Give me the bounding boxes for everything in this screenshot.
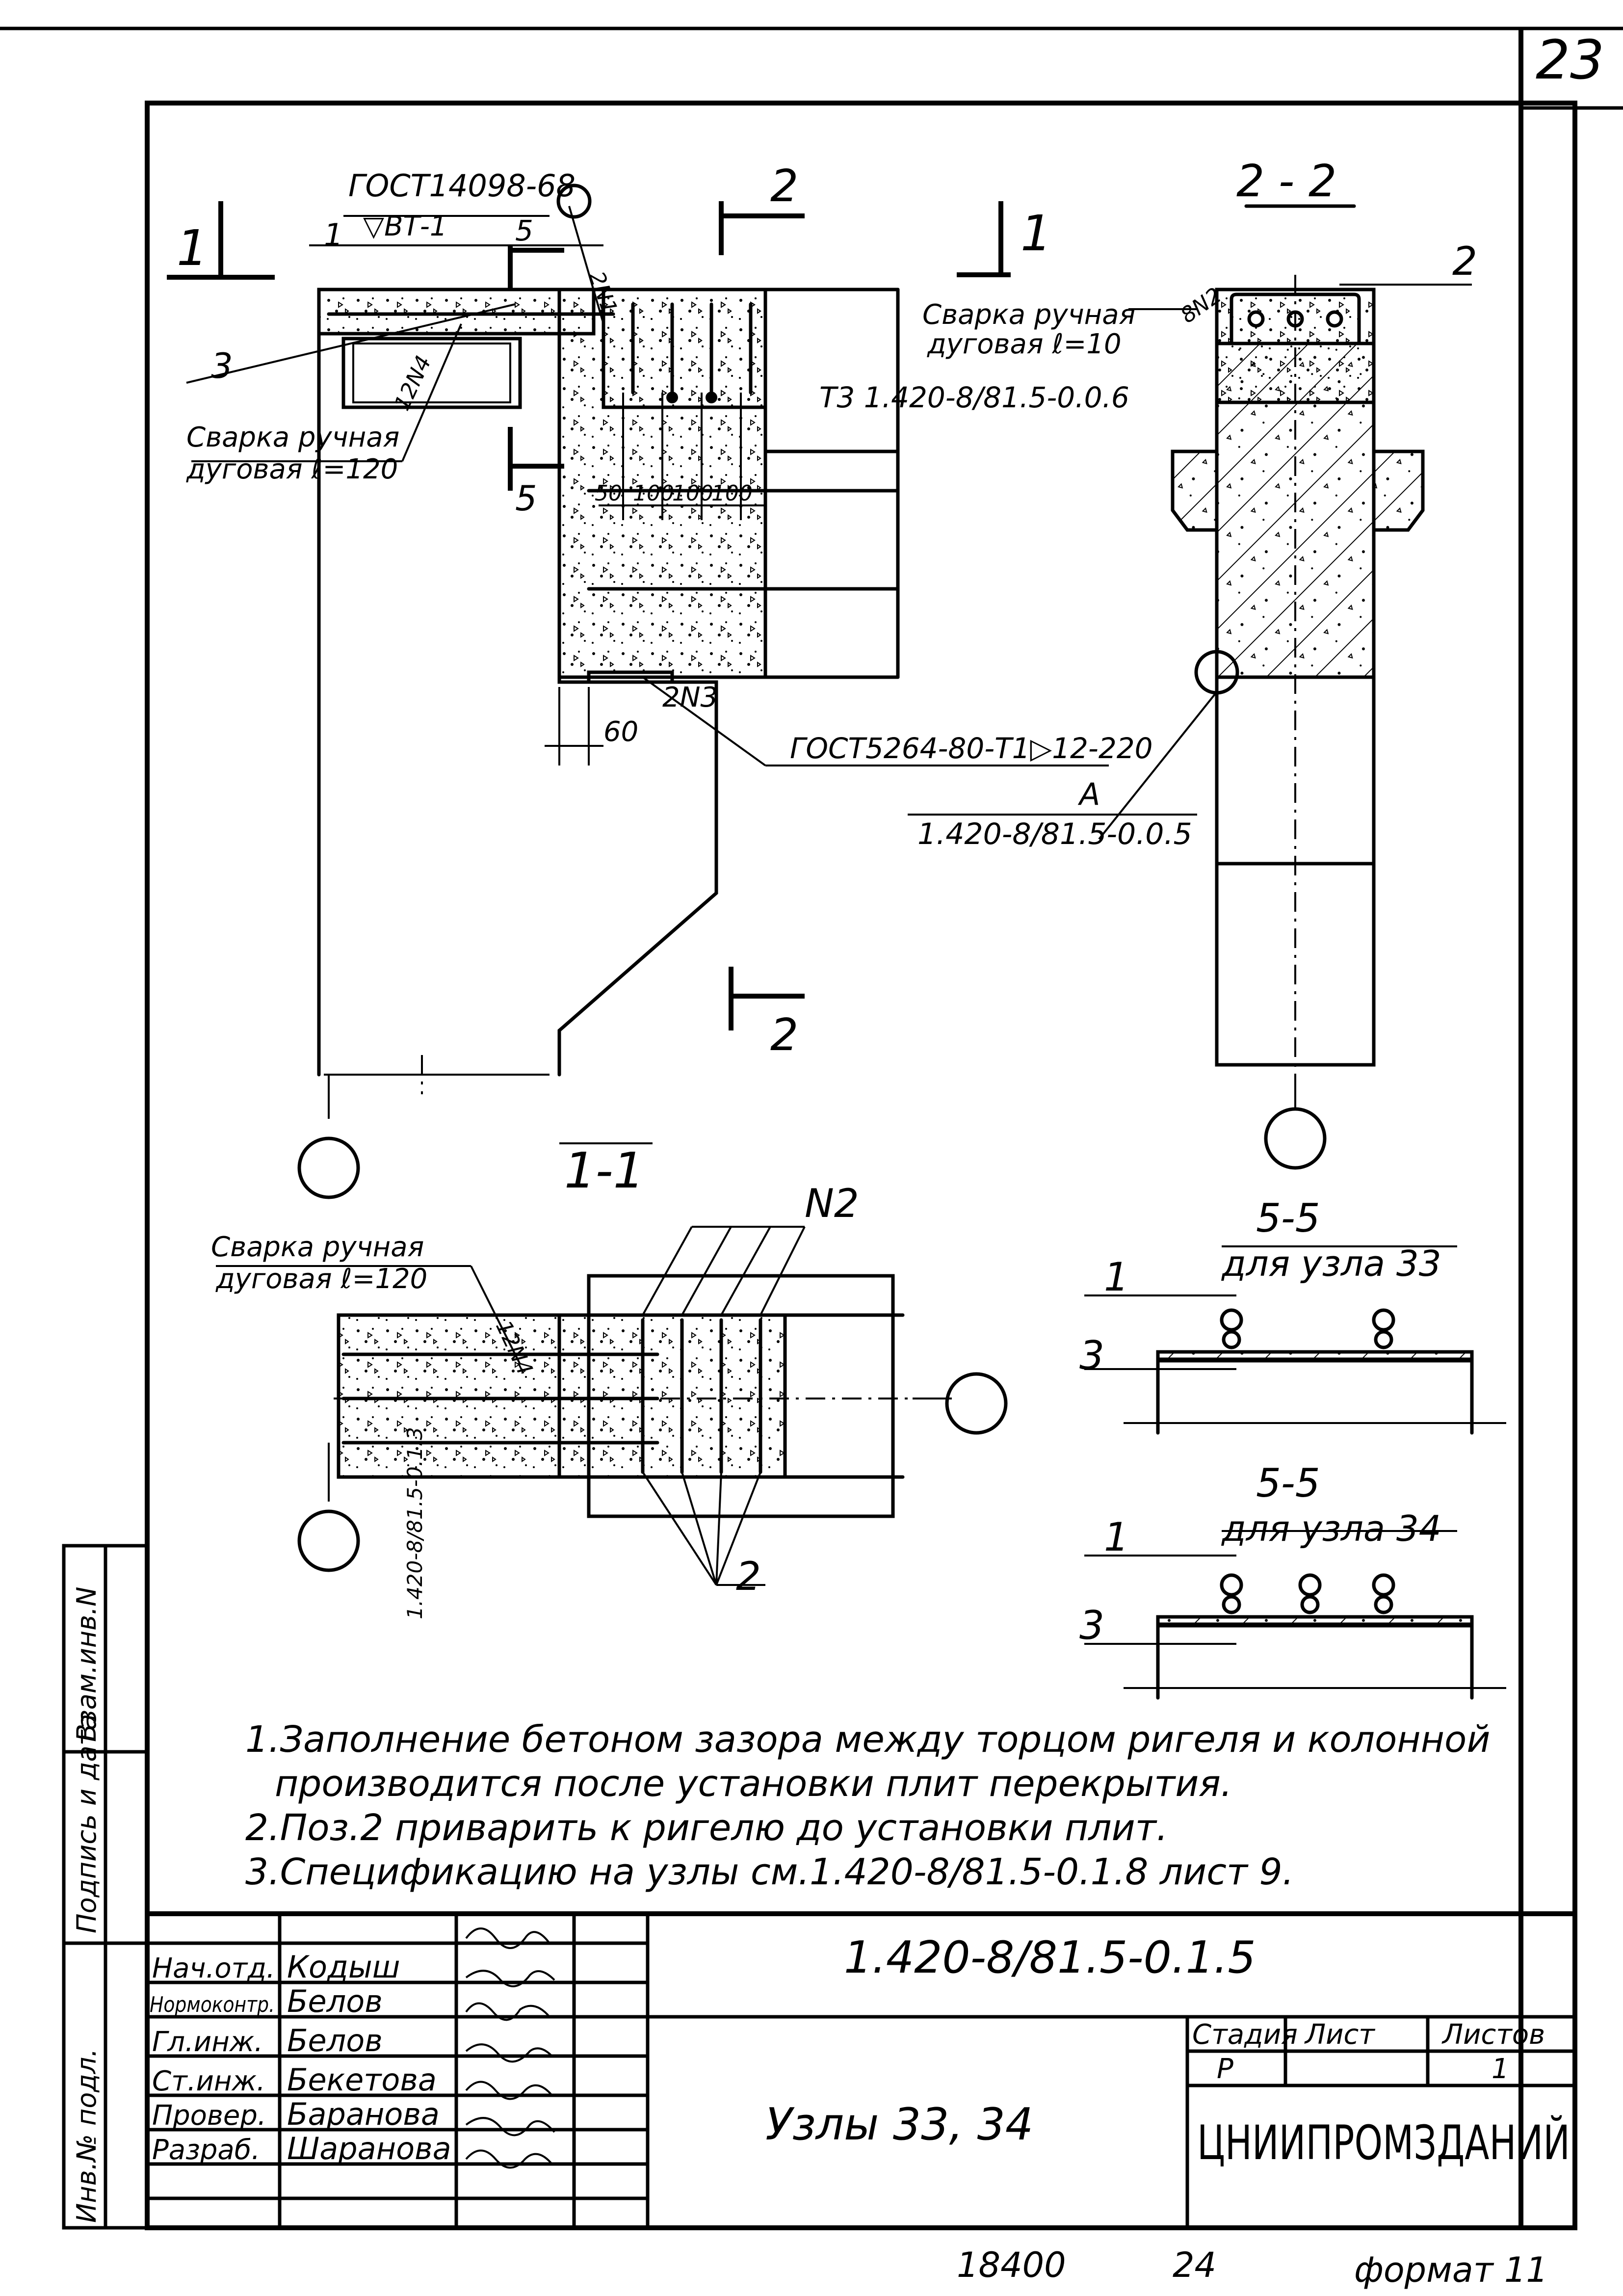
cut-5-label-top: 5 — [515, 214, 533, 247]
section-5-5-node-34 — [1084, 1530, 1506, 1700]
sheets-value: 1 — [1492, 2053, 1509, 2085]
sheets-label: Листов — [1441, 2019, 1545, 2051]
stage-label: Стадия — [1192, 2019, 1298, 2051]
notes-block: 1.Заполнение бетоном зазора между торцом… — [245, 1718, 1490, 1893]
dim-50: 50 — [595, 481, 622, 506]
dim-100b: 100 — [672, 481, 713, 506]
title-block — [145, 1911, 1577, 2230]
organization-name: ЦНИИПРОМЗДАНИЙ — [1197, 2115, 1570, 2170]
staff-name-5: Шаранова — [287, 2131, 451, 2166]
section-5-5-node-33 — [1084, 1245, 1506, 1435]
footer-format: формат 11 — [1354, 2250, 1548, 2290]
staff-name-1: Белов — [287, 1983, 383, 2019]
pos-3-label-5a: 3 — [1079, 1333, 1104, 1378]
pos-3-label: 3 — [211, 346, 233, 386]
cut-1-label-right: 1 — [1021, 205, 1052, 262]
stud-weld-34 — [1220, 1573, 1395, 1614]
view-2-2-label: 2 - 2 — [1236, 156, 1336, 207]
signatures — [465, 1927, 555, 2169]
arc-weld-120-label: дуговая ℓ=120 — [186, 453, 398, 485]
pos-1-label-5a: 1 — [1104, 1254, 1129, 1300]
staff-role-1: Нормоконтр. — [150, 1992, 275, 2017]
axis-bubble-left — [297, 1136, 360, 1199]
node-a-label: А — [1077, 776, 1100, 812]
staff-name-3: Бекетова — [287, 2062, 437, 2098]
weld-2n3-label: 2N3 — [662, 682, 718, 713]
section-2-2 — [1098, 204, 1472, 1170]
stage-value: Р — [1217, 2053, 1233, 2085]
sheet-frame — [0, 26, 1623, 2230]
view-5-5-a-label: 5-5 — [1256, 1195, 1320, 1241]
staff-name-4: Баранова — [287, 2096, 440, 2132]
cut-5-label-bottom: 5 — [515, 478, 537, 519]
pos-1-label-5b: 1 — [1104, 1514, 1129, 1560]
cut-2-label-bottom: 2 — [770, 1009, 798, 1061]
pos-2-label-plan: 2 — [736, 1554, 761, 1599]
view-5-5-b-label: 5-5 — [1256, 1460, 1320, 1506]
arc-weld-10-label: дуговая ℓ=10 — [927, 328, 1122, 360]
cut-1-label-left: 1 — [177, 219, 208, 277]
manual-weld-label: Сварка ручная — [186, 422, 399, 453]
doc-code: 1.420-8/81.5-0.1.5 — [844, 1932, 1256, 1983]
note-1-line-1: 1.Заполнение бетоном зазора между торцом… — [245, 1718, 1490, 1761]
note-3: 3.Спецификацию на узлы см.1.420-8/81.5-0… — [245, 1851, 1294, 1893]
side-stamp-inv: Инв.№ подл. — [71, 2049, 102, 2223]
stud-weld-33 — [1220, 1308, 1395, 1349]
staff-name-2: Белов — [287, 2023, 383, 2058]
drawing-title: Узлы 33, 34 — [765, 2099, 1033, 2150]
pos-n2-label: N2 — [805, 1181, 859, 1226]
side-stamp-replace: Взам.инв.N — [71, 1586, 102, 1742]
cut-2-label-top: 2 — [770, 160, 798, 212]
ref-a-label: 1.420-8/81.5-0.0.5 — [917, 817, 1192, 851]
staff-role-2: Гл.инж. — [152, 2026, 263, 2058]
note-2: 2.Поз.2 приварить к ригелю до установки … — [245, 1807, 1168, 1849]
axis-bubble-1-1-right — [945, 1372, 1008, 1435]
manual-weld-3-label: Сварка ручная — [211, 1231, 424, 1263]
staff-role-4: Провер. — [152, 2100, 266, 2132]
section-1-1 — [216, 1142, 1008, 1586]
axis-bubble-right — [1264, 1107, 1327, 1170]
arc-weld-120-b-label: дуговая ℓ=120 — [215, 1263, 427, 1295]
view-5-5-b-sub-label: для узла 34 — [1221, 1508, 1441, 1549]
view-5-5-a-sub-label: для узла 33 — [1221, 1243, 1441, 1284]
weld-symbol-label: ▽ВТ-1 — [363, 211, 447, 242]
manual-weld-2-label: Сварка ручная — [922, 299, 1135, 331]
dim-100a: 100 — [633, 481, 674, 506]
ref-vertical-label: 1.420-8/81.5-0.1.3 — [403, 1427, 427, 1619]
dim-100c: 100 — [711, 481, 753, 506]
main-elevation — [167, 184, 1109, 1199]
note-1-line-2: производится после установки плит перекр… — [275, 1763, 1232, 1805]
pos-2-label-right: 2 — [1452, 238, 1477, 284]
sheet-label: Лист — [1304, 2019, 1375, 2051]
staff-role-5: Разраб. — [152, 2134, 260, 2166]
dim-60: 60 — [603, 716, 638, 748]
gost-5264-label: ГОСТ5264-80-Т1▷12-220 — [790, 732, 1153, 765]
staff-role-0: Нач.отд. — [152, 1953, 275, 1984]
side-stamp-signature: Подпись и дата — [71, 1714, 102, 1933]
pos-1-label: 1 — [324, 217, 343, 253]
t3-ref-label: T3 1.420-8/81.5-0.0.6 — [819, 381, 1129, 414]
axis-bubble-1-1-left — [297, 1509, 360, 1572]
footer-inventory: 18400 — [957, 2245, 1066, 2285]
weld-12n4-label: 12N4 — [390, 352, 437, 415]
sheet-number: 23 — [1536, 28, 1604, 91]
view-1-1-label: 1-1 — [564, 1142, 644, 1199]
footer-copy: 24 — [1173, 2245, 1216, 2285]
staff-role-3: Ст.инж. — [152, 2065, 265, 2097]
gost-weld-label: ГОСТ14098-68 — [348, 168, 576, 204]
pos-3-label-5b: 3 — [1079, 1603, 1104, 1648]
staff-name-0: Кодыш — [287, 1949, 400, 1985]
